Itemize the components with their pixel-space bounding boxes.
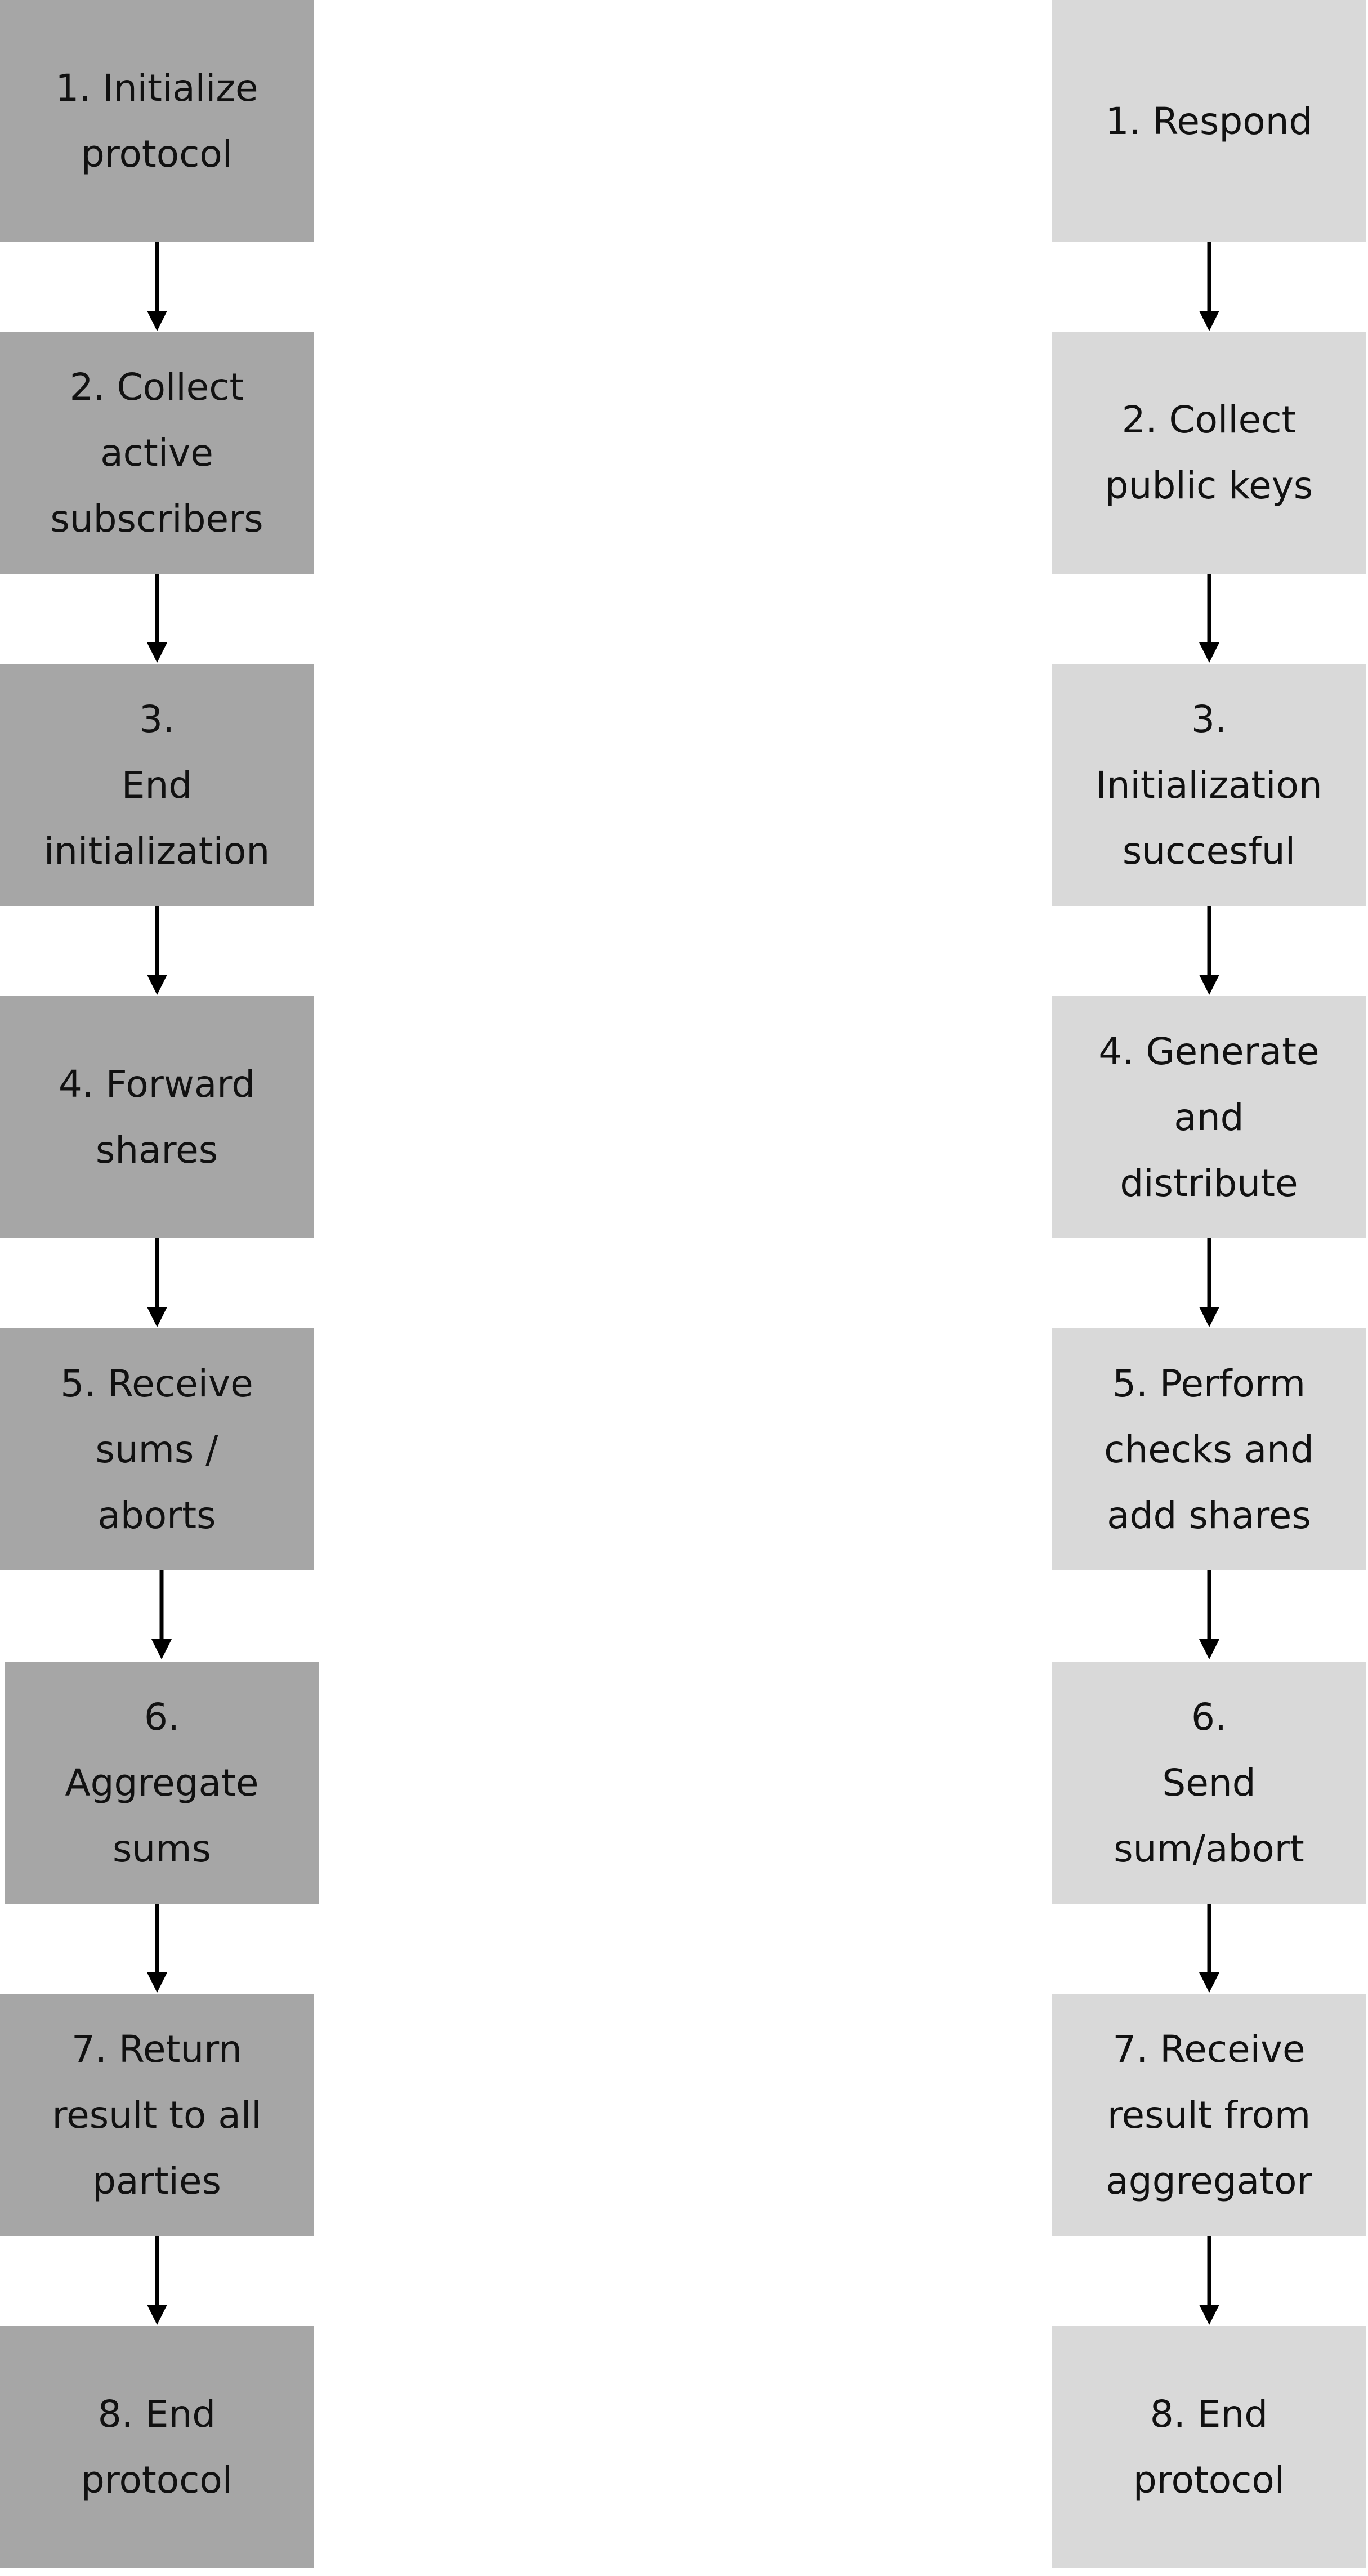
right-arrow-1 — [1199, 242, 1219, 331]
left-arrow-6 — [147, 1904, 167, 1993]
left-step-6-label: 6. Aggregate sums — [65, 1695, 259, 1870]
left-step-3-label: 3. End initialization — [43, 697, 270, 873]
right-step-3-box: 3. Initialization succesful — [1052, 664, 1366, 906]
right-step-6-box: 6. Send sum/abort — [1052, 1662, 1366, 1904]
right-step-4-label: 4. Generate and distribute — [1098, 1029, 1320, 1205]
right-step-1-label: 1. Respond — [1105, 99, 1313, 143]
right-step-8-label: 8. End protocol — [1133, 2392, 1285, 2502]
right-step-7-box: 7. Receive result from aggregator — [1052, 1994, 1366, 2236]
left-step-4-label: 4. Forward shares — [58, 1062, 256, 1172]
left-step-7-label: 7. Return result to all parties — [52, 2027, 262, 2203]
left-arrow-7 — [147, 2236, 167, 2325]
right-step-4-box: 4. Generate and distribute — [1052, 996, 1366, 1238]
right-arrow-7 — [1199, 2236, 1219, 2325]
left-step-3-box: 3. End initialization — [0, 664, 314, 906]
right-step-2-label: 2. Collect public keys — [1105, 398, 1313, 507]
right-step-5-box: 5. Perform checks and add shares — [1052, 1328, 1366, 1570]
right-step-5-label: 5. Perform checks and add shares — [1104, 1361, 1314, 1537]
right-step-3-label: 3. Initialization succesful — [1096, 697, 1322, 873]
left-step-1-label: 1. Initialize protocol — [55, 66, 258, 176]
left-step-6-box: 6. Aggregate sums — [5, 1662, 319, 1904]
right-step-8-box: 8. End protocol — [1052, 2326, 1366, 2568]
right-step-6-label: 6. Send sum/abort — [1114, 1695, 1304, 1870]
right-arrow-3 — [1199, 906, 1219, 995]
right-arrow-4 — [1199, 1238, 1219, 1327]
left-arrow-5 — [151, 1570, 172, 1659]
right-arrow-2 — [1199, 574, 1219, 663]
left-step-2-box: 2. Collect active subscribers — [0, 332, 314, 574]
left-step-5-label: 5. Receive sums / aborts — [60, 1361, 253, 1537]
right-step-1-box: 1. Respond — [1052, 0, 1366, 242]
left-arrow-2 — [147, 574, 167, 663]
right-step-2-box: 2. Collect public keys — [1052, 332, 1366, 574]
right-step-7-label: 7. Receive result from aggregator — [1106, 2027, 1312, 2203]
left-step-8-label: 8. End protocol — [81, 2392, 233, 2502]
left-step-8-box: 8. End protocol — [0, 2326, 314, 2568]
left-step-5-box: 5. Receive sums / aborts — [0, 1328, 314, 1570]
left-step-7-box: 7. Return result to all parties — [0, 1994, 314, 2236]
right-arrow-5 — [1199, 1570, 1219, 1659]
right-arrow-6 — [1199, 1904, 1219, 1993]
left-step-1-box: 1. Initialize protocol — [0, 0, 314, 242]
left-step-4-box: 4. Forward shares — [0, 996, 314, 1238]
left-arrow-1 — [147, 242, 167, 331]
left-arrow-4 — [147, 1238, 167, 1327]
left-step-2-label: 2. Collect active subscribers — [50, 365, 263, 541]
left-arrow-3 — [147, 906, 167, 995]
